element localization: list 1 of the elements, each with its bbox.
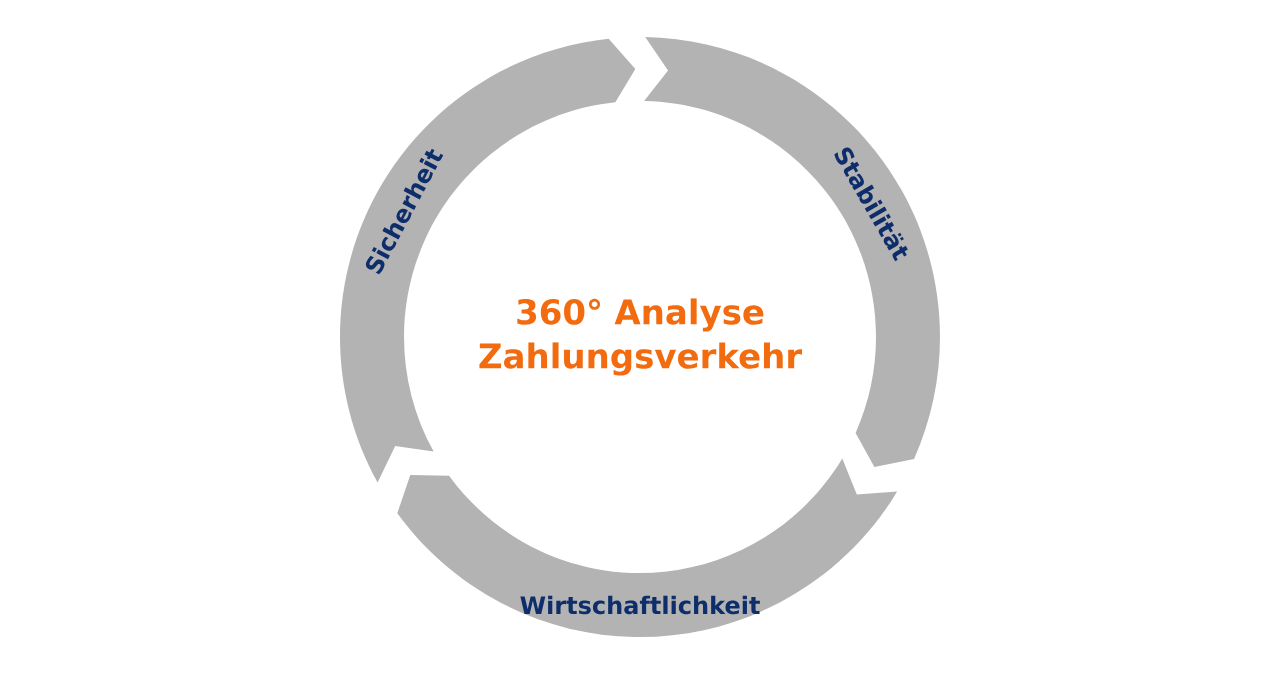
arc-segment: Wirtschaftlichkeit <box>397 458 898 637</box>
